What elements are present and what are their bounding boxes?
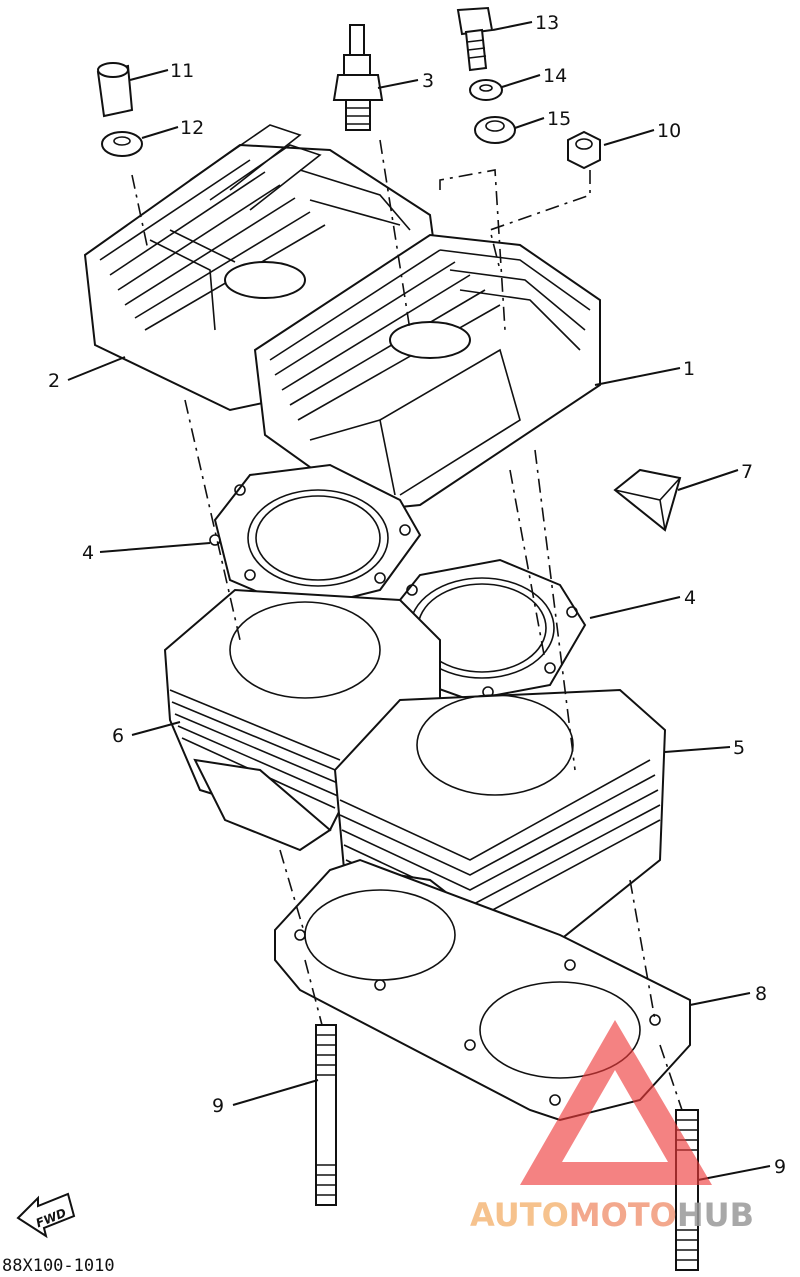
collar-sleeve — [96, 62, 134, 118]
callout-6: 6 — [112, 725, 124, 747]
leader-lines — [67, 21, 771, 1181]
callout-9-left: 9 — [212, 1095, 224, 1117]
callout-3: 3 — [422, 70, 434, 92]
watermark-triangle-icon — [520, 1020, 712, 1185]
base-gasket — [274, 858, 691, 1122]
callout-10: 10 — [657, 120, 681, 142]
callout-14: 14 — [543, 65, 567, 87]
damper-block — [613, 468, 682, 532]
washer-15 — [474, 116, 516, 144]
forward-arrow: FWD — [16, 1192, 76, 1239]
callout-1: 1 — [683, 358, 695, 380]
callout-7: 7 — [741, 461, 753, 483]
stud-bolt-left — [315, 1024, 337, 1206]
assembly-lines — [131, 139, 683, 1111]
cylinder-head — [83, 124, 601, 512]
bolt-13 — [456, 6, 494, 72]
cylinder-rear — [163, 588, 441, 852]
callout-4-lower: 4 — [684, 587, 696, 609]
callout-12: 12 — [180, 117, 204, 139]
watermark-hub: HUB — [677, 1196, 754, 1234]
diagram-code: 88X100-1010 — [2, 1256, 115, 1276]
callout-labels: 1 2 3 4 4 5 6 7 8 9 9 10 11 12 13 14 15 — [48, 12, 786, 1178]
nut-10 — [567, 130, 601, 170]
watermark-auto: AUTO — [470, 1196, 569, 1234]
callout-13: 13 — [535, 12, 559, 34]
washer-14 — [469, 79, 503, 101]
callout-9-right: 9 — [774, 1156, 786, 1178]
washer-12 — [101, 131, 143, 157]
callout-11: 11 — [170, 60, 194, 82]
spark-plug — [332, 24, 384, 131]
watermark-moto: MOTO — [569, 1196, 677, 1234]
head-gasket-rear — [209, 463, 422, 612]
callout-4-upper: 4 — [82, 542, 94, 564]
callout-2: 2 — [48, 370, 60, 392]
svg-text:AUTOMOTOHUB: AUTOMOTOHUB — [470, 1196, 754, 1234]
callout-15: 15 — [547, 108, 571, 130]
callout-8: 8 — [755, 983, 767, 1005]
callout-5: 5 — [733, 737, 745, 759]
automotohub-watermark: AUTOMOTOHUB — [470, 1020, 754, 1234]
